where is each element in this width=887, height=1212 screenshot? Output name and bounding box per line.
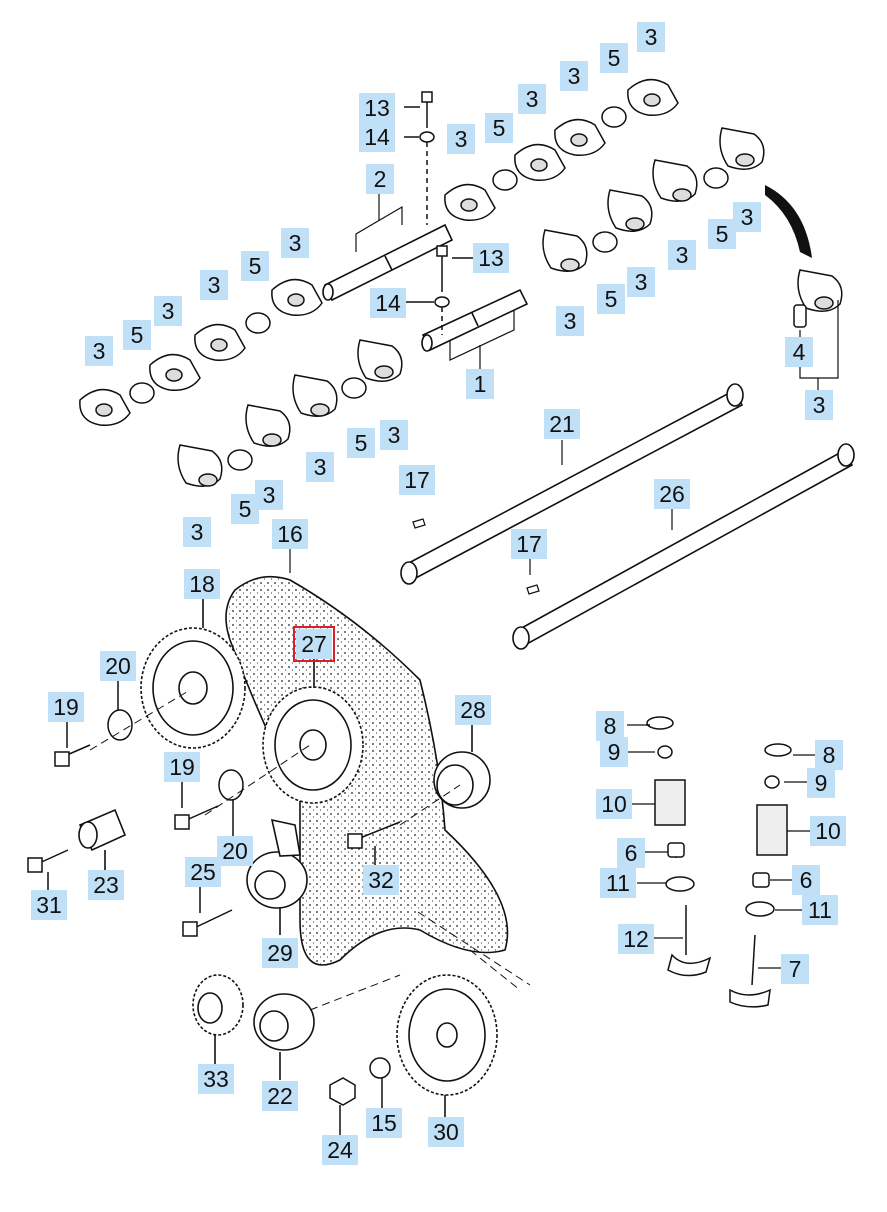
bolts-washers	[27, 680, 401, 1135]
spacer-23	[78, 808, 127, 870]
callout-5[interactable]: 5	[231, 494, 259, 524]
callout-3[interactable]: 3	[255, 480, 283, 510]
spacers	[129, 106, 729, 471]
callout-5[interactable]: 5	[123, 320, 151, 350]
callout-3[interactable]: 3	[200, 270, 228, 300]
callout-16[interactable]: 16	[272, 519, 308, 549]
callout-5[interactable]: 5	[600, 43, 628, 73]
callout-25[interactable]: 25	[185, 857, 221, 887]
callout-19[interactable]: 19	[164, 752, 200, 782]
camshaft-26	[512, 443, 855, 650]
callout-5[interactable]: 5	[347, 428, 375, 458]
callout-5[interactable]: 5	[597, 284, 625, 314]
callout-28[interactable]: 28	[455, 695, 491, 725]
callout-3[interactable]: 3	[518, 84, 546, 114]
callout-26[interactable]: 26	[654, 479, 690, 509]
callout-5[interactable]: 5	[241, 251, 269, 281]
callout-3[interactable]: 3	[380, 420, 408, 450]
callout-12[interactable]: 12	[618, 924, 654, 954]
tensioner-29	[246, 818, 308, 935]
callout-3[interactable]: 3	[447, 124, 475, 154]
callout-10[interactable]: 10	[596, 789, 632, 819]
callout-15[interactable]: 15	[366, 1108, 402, 1138]
callout-13-upper[interactable]: 13	[359, 93, 395, 123]
rocker-shaft-2	[322, 223, 454, 302]
callout-3[interactable]: 3	[627, 267, 655, 297]
callout-32[interactable]: 32	[363, 865, 399, 895]
callout-5[interactable]: 5	[708, 219, 736, 249]
cam-sprocket-18	[140, 598, 246, 749]
rocker-shaft-1	[421, 288, 529, 352]
callout-11[interactable]: 11	[600, 868, 636, 898]
callout-30[interactable]: 30	[428, 1117, 464, 1147]
callout-3[interactable]: 3	[85, 336, 113, 366]
callout-18[interactable]: 18	[184, 569, 220, 599]
callout-6[interactable]: 6	[617, 838, 645, 868]
callout-20[interactable]: 20	[100, 651, 136, 681]
callout-14-upper[interactable]: 14	[359, 122, 395, 152]
callout-6[interactable]: 6	[792, 865, 820, 895]
callout-3[interactable]: 3	[637, 22, 665, 52]
callout-3[interactable]: 3	[306, 452, 334, 482]
callout-3[interactable]: 3	[805, 390, 833, 420]
bolt-13-upper	[404, 91, 435, 225]
callout-31[interactable]: 31	[31, 890, 67, 920]
callout-21[interactable]: 21	[544, 409, 580, 439]
crank-sprocket-30	[396, 974, 498, 1118]
idler-28	[433, 725, 491, 809]
valve-parts	[646, 716, 792, 1008]
callout-3[interactable]: 3	[668, 240, 696, 270]
callout-19[interactable]: 19	[48, 692, 84, 722]
camshaft-21	[400, 383, 744, 585]
callout-20[interactable]: 20	[217, 836, 253, 866]
callout-2[interactable]: 2	[366, 164, 394, 194]
bolt-13-lower	[406, 245, 474, 335]
callout-23[interactable]: 23	[88, 870, 124, 900]
callout-3[interactable]: 3	[733, 202, 761, 232]
pulley-33	[192, 974, 244, 1064]
callout-4[interactable]: 4	[785, 337, 813, 367]
callout-17[interactable]: 17	[511, 529, 547, 559]
callout-27-selected[interactable]: 27	[293, 626, 335, 662]
callout-17[interactable]: 17	[399, 465, 435, 495]
callout-3[interactable]: 3	[556, 306, 584, 336]
callout-24[interactable]: 24	[322, 1135, 358, 1165]
rocker-arms	[79, 78, 843, 487]
callout-1[interactable]: 1	[466, 369, 494, 399]
callout-9[interactable]: 9	[600, 737, 628, 767]
callout-7[interactable]: 7	[781, 954, 809, 984]
callout-3[interactable]: 3	[154, 296, 182, 326]
callout-3[interactable]: 3	[281, 228, 309, 258]
callout-8[interactable]: 8	[596, 711, 624, 741]
callout-22[interactable]: 22	[262, 1081, 298, 1111]
callout-3[interactable]: 3	[560, 61, 588, 91]
cam-sprocket-27	[262, 659, 364, 804]
idler-22	[253, 993, 315, 1080]
callout-5[interactable]: 5	[485, 113, 513, 143]
callout-10[interactable]: 10	[810, 816, 846, 846]
detail-arrow	[765, 185, 812, 258]
callout-14-lower[interactable]: 14	[370, 288, 406, 318]
callout-8[interactable]: 8	[815, 740, 843, 770]
callout-11[interactable]: 11	[802, 895, 838, 925]
callout-13-lower[interactable]: 13	[473, 243, 509, 273]
callout-9[interactable]: 9	[807, 768, 835, 798]
callout-29[interactable]: 29	[262, 938, 298, 968]
callout-33[interactable]: 33	[198, 1064, 234, 1094]
callout-3[interactable]: 3	[183, 517, 211, 547]
